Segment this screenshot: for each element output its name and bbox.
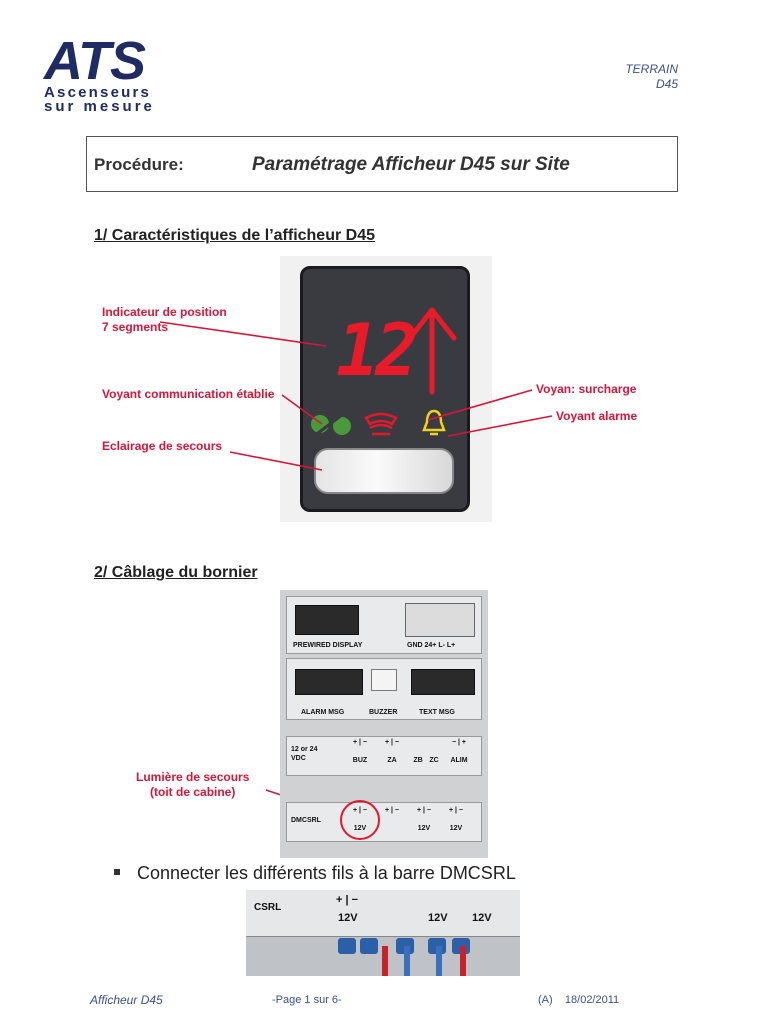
logo-subtitle-line2: sur mesure xyxy=(44,98,155,115)
prewired-connector xyxy=(295,605,359,635)
footer-date: 18/02/2011 xyxy=(564,994,620,1006)
procedure-title-box xyxy=(86,136,678,192)
silk-prewired: PREWIRED DISPLAY xyxy=(293,642,363,649)
document-tag: TERRAIN D45 xyxy=(625,62,678,92)
annotation-overload: Voyan: surcharge xyxy=(536,382,637,396)
direction-arrow-icon xyxy=(407,307,457,395)
silk-alarm-msg: ALARM MSG xyxy=(301,709,345,716)
silk-12v-comm: 12V xyxy=(449,825,463,832)
annotation-emergency-lighting: Eclairage de secours xyxy=(102,439,223,453)
closeup-plus-minus: + | − xyxy=(336,894,359,906)
silk-zb: ZB xyxy=(413,757,423,764)
wire-red-2 xyxy=(460,946,466,976)
board-row-terminals: 12 or 24 VDC + | − BUZ + | − ZA ZB ZC − … xyxy=(286,736,482,776)
bullet-icon xyxy=(114,869,120,875)
annotation-position-line1: Indicateur de position xyxy=(102,305,227,319)
silk-vdc: 12 or 24 VDC xyxy=(291,745,317,763)
terminal-screw-1 xyxy=(338,938,356,954)
doc-tag-terrain: TERRAIN xyxy=(625,62,678,76)
annotation-communication: Voyant communication établie xyxy=(102,387,275,401)
closeup-silk-csrl: CSRL xyxy=(254,902,282,913)
silk-text-msg: TEXT MSG xyxy=(419,709,455,716)
silk-gnd: GND 24+ L- L+ xyxy=(407,642,456,649)
silk-12v-alarm: 12V xyxy=(417,825,431,832)
logo-ats: ATS xyxy=(44,31,146,91)
doc-tag-model: D45 xyxy=(655,77,678,91)
silk-buz: BUZ xyxy=(352,757,368,764)
footer-revision: (A) xyxy=(538,994,553,1006)
terminal-board-photo: PREWIRED DISPLAY GND 24+ L- L+ ALARM MSG… xyxy=(280,590,488,858)
annotation-alarm: Voyant alarme xyxy=(556,409,638,423)
procedure-label: Procédure: xyxy=(94,155,184,174)
text-msg-connector xyxy=(411,669,475,695)
wire-red xyxy=(382,946,388,976)
annotation-emergency-light: Lumière de secours (toit de cabine) xyxy=(136,770,249,800)
board-row-prewired: PREWIRED DISPLAY GND 24+ L- L+ xyxy=(286,596,482,654)
seven-segment-digits: 12 xyxy=(336,308,419,392)
bullet-text: Connecter les différents fils à la barre… xyxy=(137,863,516,883)
footer-document-name: Afficheur D45 xyxy=(90,993,163,1007)
dmcsrl-closeup-photo: CSRL + | − 12V 12V 12V xyxy=(246,890,520,976)
silk-buzzer: BUZZER xyxy=(369,709,398,716)
alarm-msg-connector xyxy=(295,669,363,695)
silk-vdc-line1: 12 or 24 xyxy=(291,746,318,753)
logo-subtitle-line1: Ascenseurs xyxy=(44,84,152,101)
annotation-position-indicator: Indicateur de position 7 segments xyxy=(102,305,227,335)
board-row-messages: ALARM MSG BUZZER TEXT MSG xyxy=(286,658,482,720)
buzzer-connector xyxy=(371,669,397,691)
communication-lamp-icon xyxy=(311,410,351,438)
terminal-screw-2 xyxy=(360,938,378,954)
closeup-silk-12v-2: 12V xyxy=(428,912,448,924)
procedure-title: Paramétrage Afficheur D45 sur Site xyxy=(252,154,570,175)
silk-alim: ALIM xyxy=(450,757,468,764)
wire-blue-1 xyxy=(404,946,410,976)
footer-revision-date: (A) 18/02/2011 xyxy=(538,994,619,1006)
emergency-light-window xyxy=(314,448,454,494)
annotation-emergency-light-line1: Lumière de secours xyxy=(136,770,250,784)
alarm-bell-icon xyxy=(422,409,446,436)
highlight-circle xyxy=(340,800,380,840)
overload-lamp-icon xyxy=(364,412,398,436)
annotation-position-line2: 7 segments xyxy=(102,320,169,334)
silk-dmcsrl: DMCSRL xyxy=(291,817,321,824)
silk-vdc-line2: VDC xyxy=(291,755,306,762)
section1-heading: 1/ Caractéristiques de l’afficheur D45 xyxy=(94,227,375,244)
board-row-dmcsrl: DMCSRL + | − 12V + | − + | − 12V + | − 1… xyxy=(286,802,482,842)
closeup-silk-12v-3: 12V xyxy=(472,912,492,924)
annotation-emergency-light-line2: (toit de cabine) xyxy=(150,785,236,799)
silk-za: ZA xyxy=(387,757,397,764)
power-terminal-block xyxy=(405,603,475,637)
closeup-label-strip xyxy=(246,890,520,937)
silk-zc: ZC xyxy=(429,757,439,764)
closeup-silk-12v-1: 12V xyxy=(338,912,358,924)
section2-heading: 2/ Câblage du bornier xyxy=(94,564,258,581)
wire-blue-2 xyxy=(436,946,442,976)
footer-page-number: -Page 1 sur 6- xyxy=(272,994,342,1006)
